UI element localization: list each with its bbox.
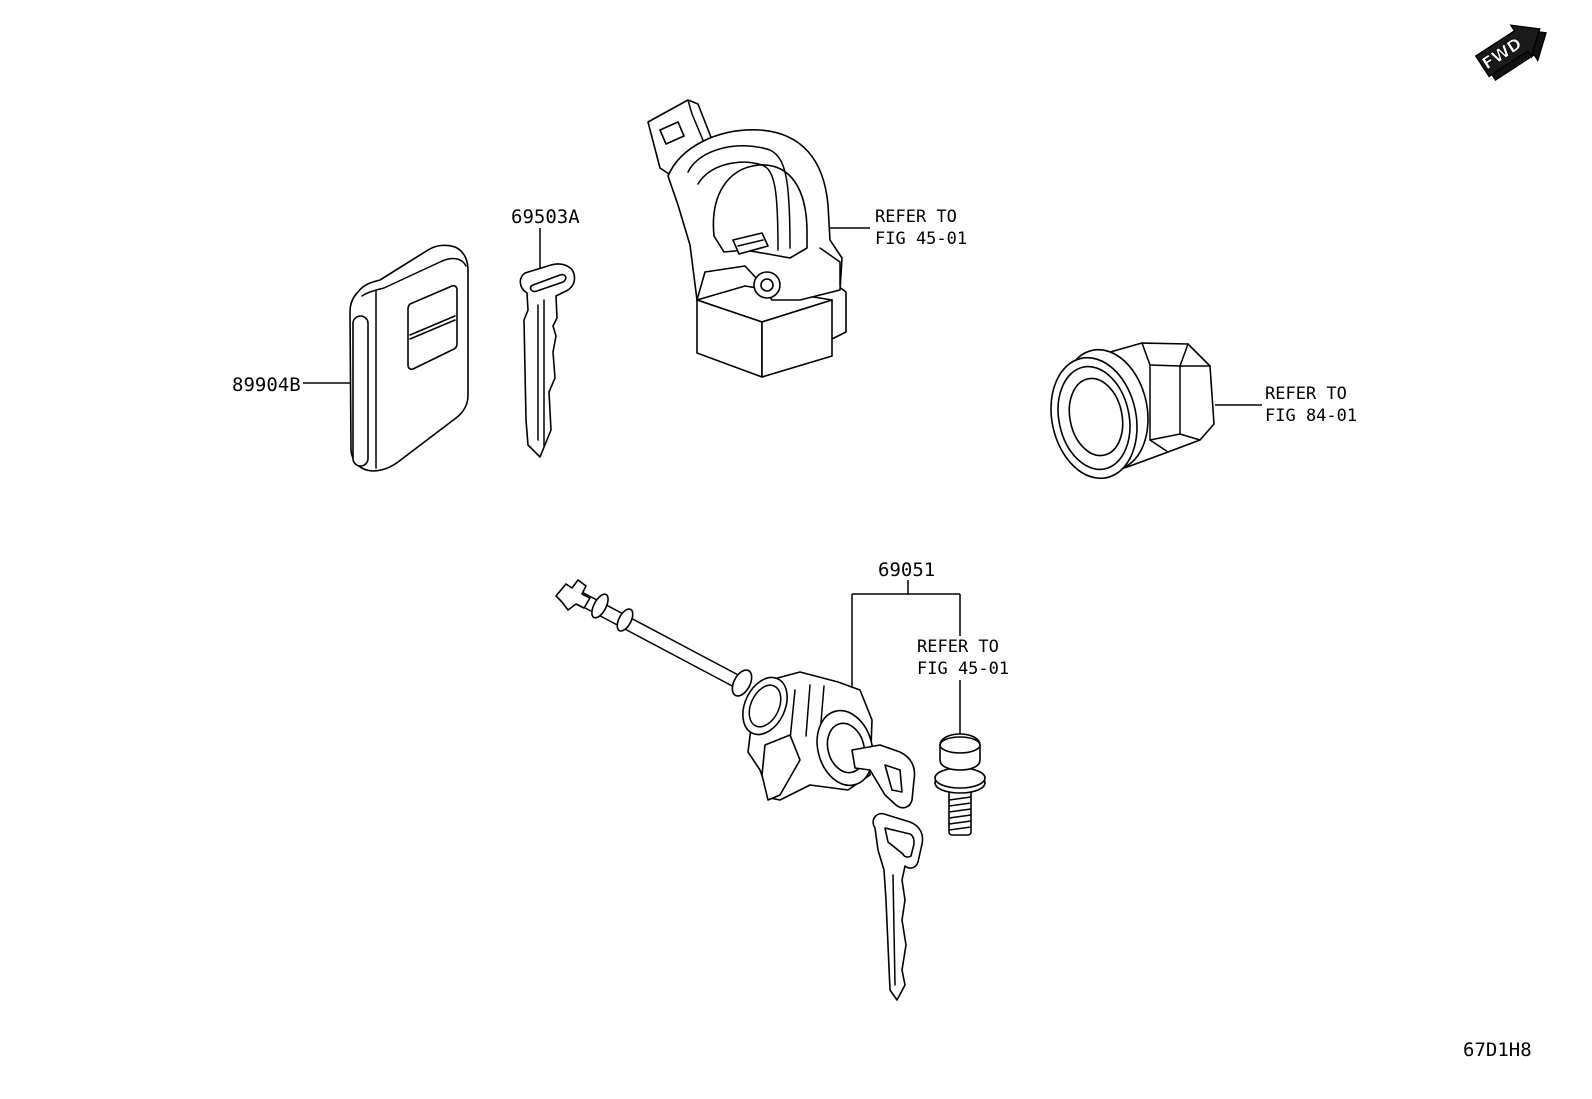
bolt-reference[interactable]: REFER TO FIG 45-01 [917,637,1009,679]
push-start-button-drawing [1050,342,1215,480]
key-drawing [851,744,924,1001]
push-start-button-reference-line2: FIG 84-01 [1265,406,1357,426]
bolt-drawing [934,733,986,836]
ignition-switch-drawing [647,99,847,378]
key-fob-part-number[interactable]: 89904B [232,374,301,396]
illustration-code: 67D1H8 [1463,1039,1532,1061]
push-start-button-reference-line1: REFER TO [1265,384,1347,404]
door-lock-cylinder-part-number[interactable]: 69051 [878,559,935,581]
ignition-switch-reference-line2: FIG 45-01 [875,229,967,249]
ignition-switch-reference-line1: REFER TO [875,207,957,227]
push-start-button-reference[interactable]: REFER TO FIG 84-01 [1265,384,1357,426]
bolt-reference-line2: FIG 45-01 [917,659,1009,679]
bolt-reference-line1: REFER TO [917,637,999,657]
leader-bracket-door-lock-cylinder [851,580,961,688]
key-blade-part-number[interactable]: 69503A [511,206,580,228]
key-fob-button [407,284,458,371]
fwd-arrow-icon: FWD [1474,24,1547,81]
door-lock-cylinder-drawing [555,579,874,801]
ignition-switch-reference[interactable]: REFER TO FIG 45-01 [875,207,967,249]
key-blade-drawing [519,263,576,458]
key-fob-drawing [349,244,469,472]
